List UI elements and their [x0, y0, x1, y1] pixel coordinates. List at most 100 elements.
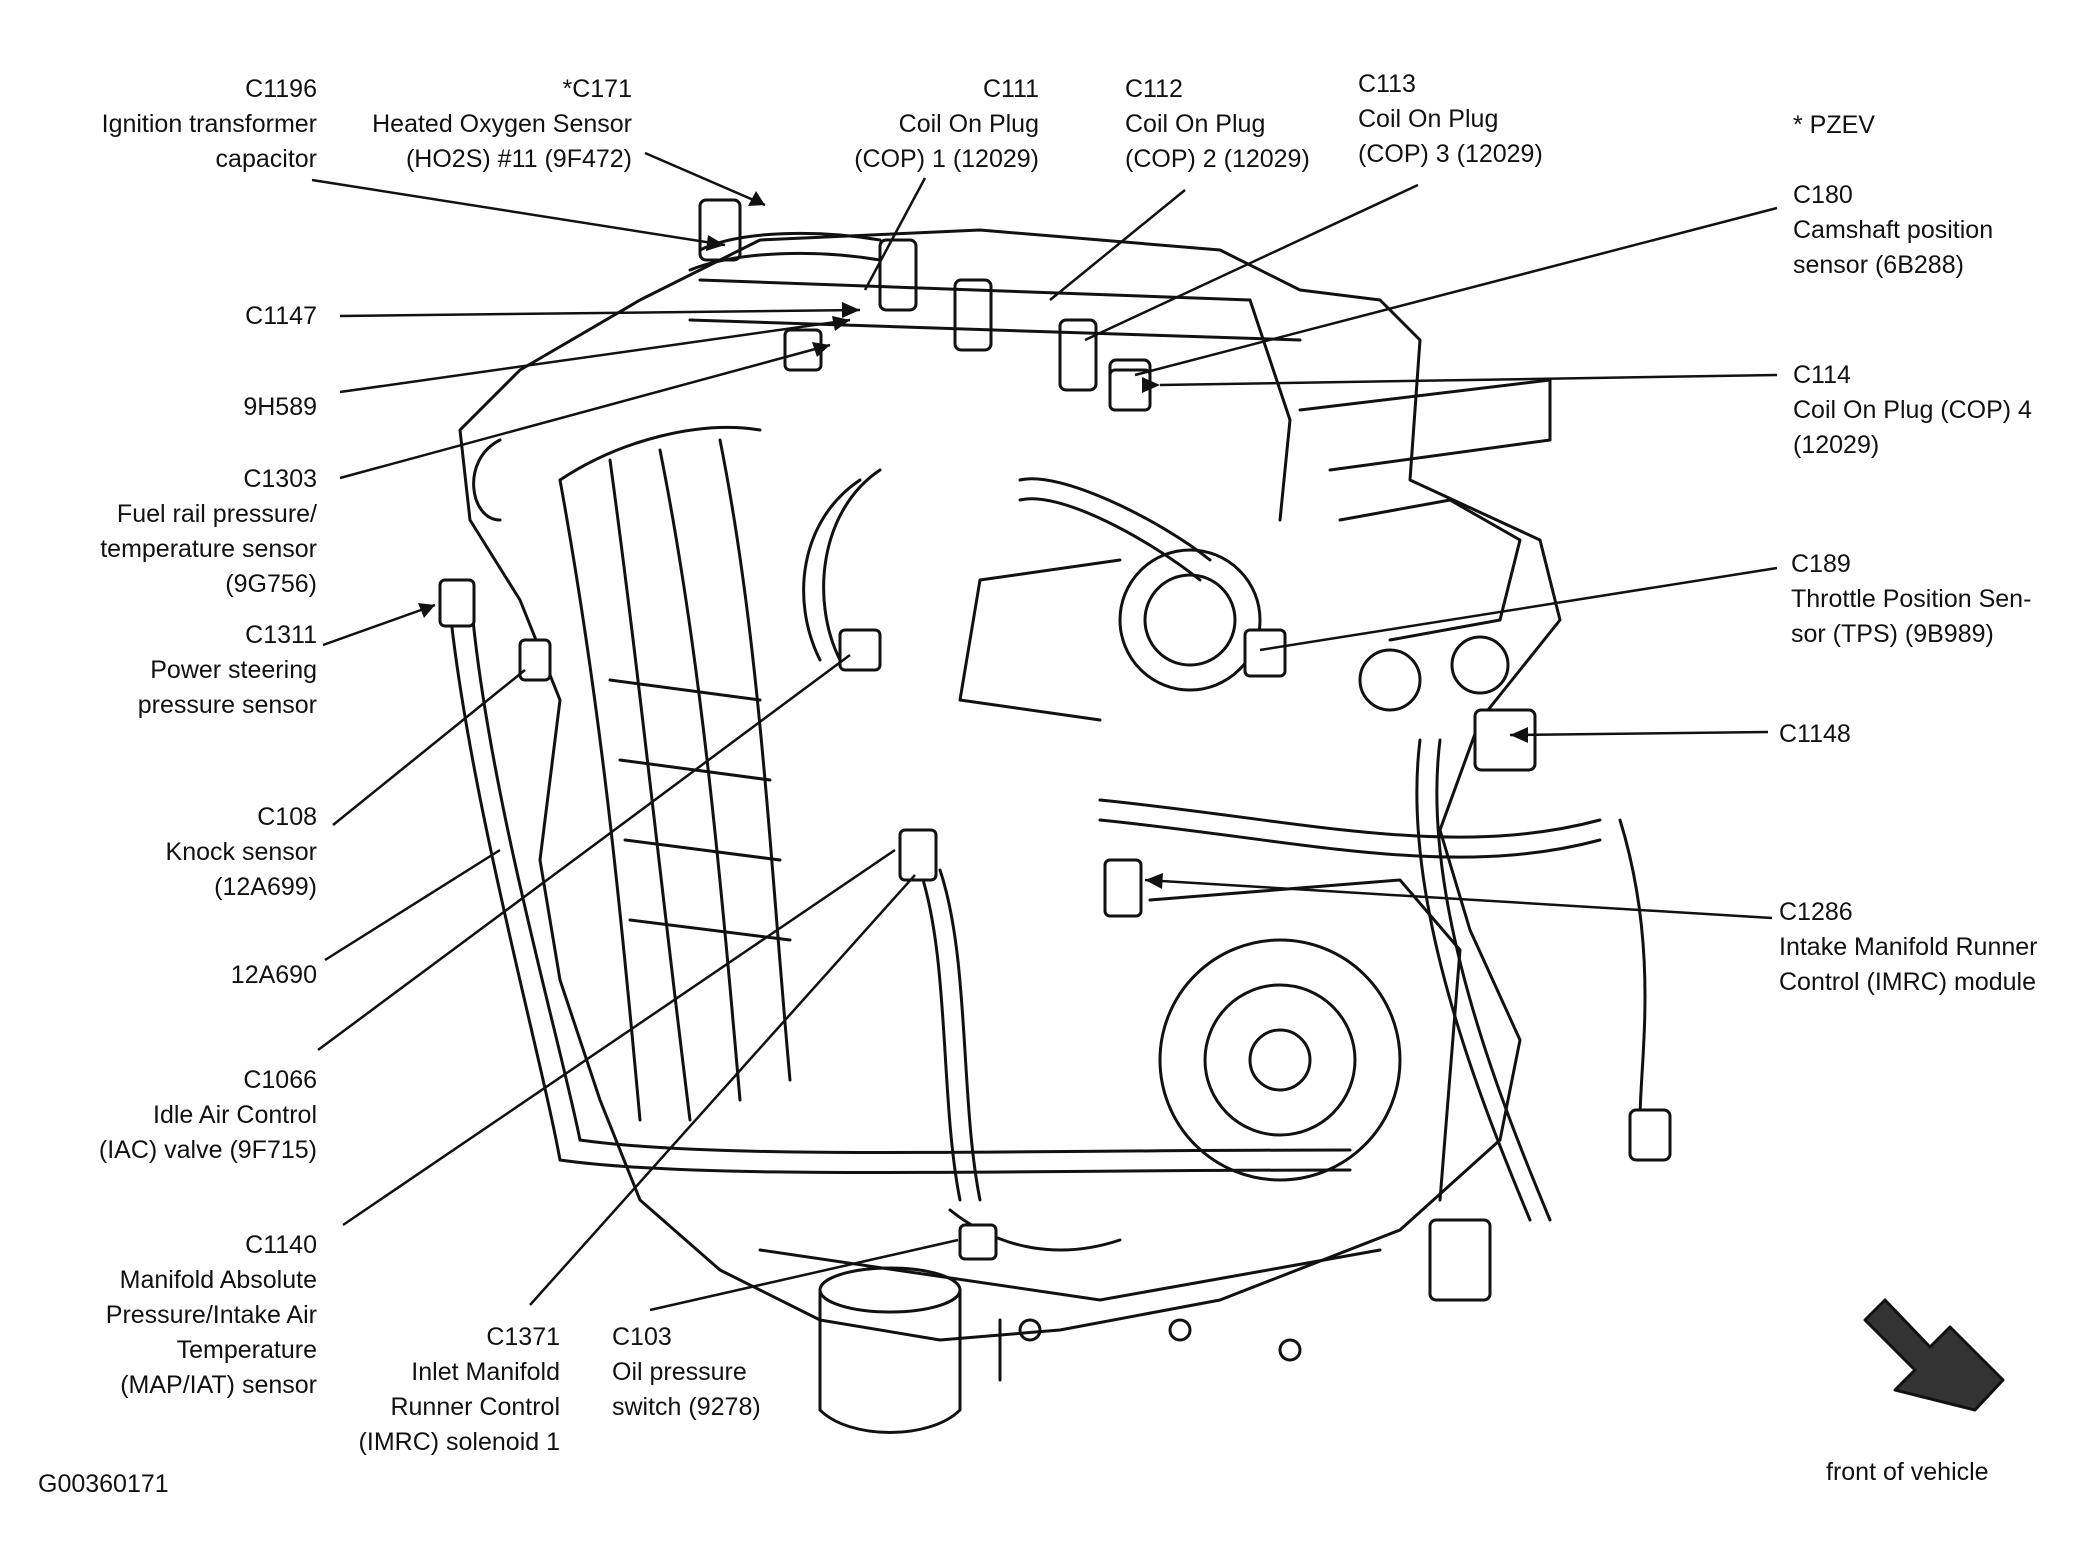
callout-c111: C111 Coil On Plug (COP) 1 (12029) — [854, 72, 1039, 177]
callout-code: C180 — [1793, 181, 1853, 209]
arrowhead-c1148 — [1510, 727, 1528, 743]
callout-text: (12A699) — [214, 873, 317, 901]
leader-c108 — [332, 669, 526, 826]
leader-c1311 — [322, 603, 436, 647]
callout-c1196: C1196 Ignition transformer capacitor — [102, 72, 317, 177]
callout-text: Coil On Plug — [898, 110, 1039, 138]
callout-c1147: C1147 — [245, 299, 317, 334]
callout-text: Ignition transformer — [101, 110, 317, 138]
callout-c180: C180 Camshaft position sensor (6B288) — [1793, 178, 1993, 283]
leader-c111 — [863, 177, 927, 291]
callout-text: Heated Oxygen Sensor — [372, 110, 632, 138]
leader-c1066 — [317, 653, 851, 1052]
front-of-vehicle-arrow-icon — [1863, 1298, 2005, 1412]
leader-12a690 — [324, 848, 501, 962]
leader-c189 — [1259, 566, 1778, 652]
callout-text: temperature sensor — [100, 535, 317, 563]
callout-text: capacitor — [215, 145, 317, 173]
pzev-note: * PZEV — [1793, 108, 1875, 143]
callout-code: C1303 — [243, 465, 317, 493]
callout-code: 12A690 — [230, 961, 317, 989]
wiring-harness — [448, 231, 1647, 1252]
callout-c103: C103 Oil pressure switch (9278) — [612, 1320, 761, 1425]
callout-text: sor (TPS) (9B989) — [1791, 620, 1994, 648]
callout-text: Manifold Absolute — [119, 1266, 317, 1294]
callout-text: (COP) 1 (12029) — [854, 145, 1039, 173]
callout-c113: C113 Coil On Plug (COP) 3 (12029) — [1358, 67, 1543, 172]
callout-code: C1147 — [245, 302, 317, 330]
callout-text: Pressure/Intake Air — [105, 1301, 317, 1329]
callout-code: C1140 — [245, 1231, 317, 1259]
callout-9h589: 9H589 — [243, 390, 317, 425]
callout-code: *C171 — [562, 75, 633, 103]
callout-text: Knock sensor — [165, 838, 317, 866]
leader-c114 — [1159, 373, 1778, 387]
callout-code: C189 — [1791, 550, 1851, 578]
callout-text: Coil On Plug (COP) 4 — [1793, 396, 2032, 424]
callout-c1371: C1371 Inlet Manifold Runner Control (IMR… — [359, 1320, 560, 1460]
callout-c1066: C1066 Idle Air Control (IAC) valve (9F71… — [99, 1063, 317, 1168]
connectors — [438, 328, 1672, 1302]
callout-code: C108 — [257, 803, 317, 831]
leader-c1286 — [1144, 878, 1773, 920]
callout-text: (9G756) — [225, 570, 317, 598]
pzev-note-text: * PZEV — [1793, 111, 1875, 139]
engine-outline — [458, 198, 1562, 1434]
callout-c112: C112 Coil On Plug (COP) 2 (12029) — [1125, 72, 1310, 177]
callout-text: Camshaft position — [1793, 216, 1994, 244]
callout-code: C112 — [1125, 75, 1183, 103]
callout-c1311: C1311 Power steering pressure sensor — [138, 618, 317, 723]
callout-text: Oil pressure — [612, 1358, 747, 1386]
callout-c189: C189 Throttle Position Sen- sor (TPS) (9… — [1791, 547, 2031, 652]
leader-c1147 — [339, 308, 861, 318]
callout-text: (IMRC) solenoid 1 — [358, 1428, 560, 1456]
callout-code: C1311 — [245, 621, 317, 649]
arrowhead-c1196 — [706, 235, 725, 251]
callout-text: sensor (6B288) — [1793, 251, 1964, 279]
callout-code: C114 — [1793, 361, 1851, 389]
callout-code: C1371 — [486, 1323, 560, 1351]
callout-c1303: C1303 Fuel rail pressure/ temperature se… — [100, 462, 317, 602]
callout-code: C103 — [612, 1323, 672, 1351]
callout-code: C111 — [982, 75, 1039, 103]
callout-text: Idle Air Control — [153, 1101, 317, 1129]
leader-c9h589 — [339, 318, 851, 394]
callout-text: Throttle Position Sen- — [1791, 585, 2032, 613]
callout-text: (HO2S) #11 (9F472) — [405, 145, 632, 173]
callout-code: C113 — [1358, 70, 1416, 98]
callout-code: C1148 — [1779, 720, 1851, 748]
callout-text: (COP) 3 (12029) — [1358, 140, 1543, 168]
callout-c1286: C1286 Intake Manifold Runner Control (IM… — [1779, 895, 2037, 1000]
arrowhead-c1286 — [1145, 873, 1163, 889]
callout-text: Inlet Manifold — [411, 1358, 560, 1386]
callout-text: Control (IMRC) module — [1779, 968, 2037, 996]
callout-c171: *C171 Heated Oxygen Sensor (HO2S) #11 (9… — [372, 72, 632, 177]
callout-code: 9H589 — [243, 393, 317, 421]
callout-text: Coil On Plug — [1125, 110, 1266, 138]
callout-text: Intake Manifold Runner — [1779, 933, 2038, 961]
leader-c171 — [644, 151, 766, 207]
arrowhead-c171 — [748, 191, 765, 206]
leader-arrowheads — [418, 191, 1528, 889]
figure-code: G00360171 — [38, 1470, 169, 1498]
callout-text: Coil On Plug — [1358, 105, 1499, 133]
arrowhead-c1147 — [842, 302, 860, 318]
callout-c114: C114 Coil On Plug (COP) 4 (12029) — [1793, 358, 2032, 463]
callout-text: (COP) 2 (12029) — [1125, 145, 1310, 173]
callout-text: (MAP/IAT) sensor — [120, 1371, 317, 1399]
callout-c108: C108 Knock sensor (12A699) — [166, 800, 317, 905]
callout-text: pressure sensor — [137, 691, 317, 719]
leader-lines — [311, 151, 1778, 1312]
arrowhead-c1311 — [418, 603, 435, 618]
leader-c112 — [1049, 189, 1186, 301]
leader-c1196 — [311, 178, 726, 247]
callout-c1148: C1148 — [1779, 717, 1851, 752]
callout-text: Temperature — [176, 1336, 317, 1364]
leader-c1371 — [529, 874, 916, 1306]
callout-text: Fuel rail pressure/ — [116, 500, 317, 528]
callout-code: C1286 — [1779, 898, 1853, 926]
leader-c1303 — [339, 343, 831, 480]
front-of-vehicle-label: front of vehicle — [1826, 1458, 1989, 1486]
